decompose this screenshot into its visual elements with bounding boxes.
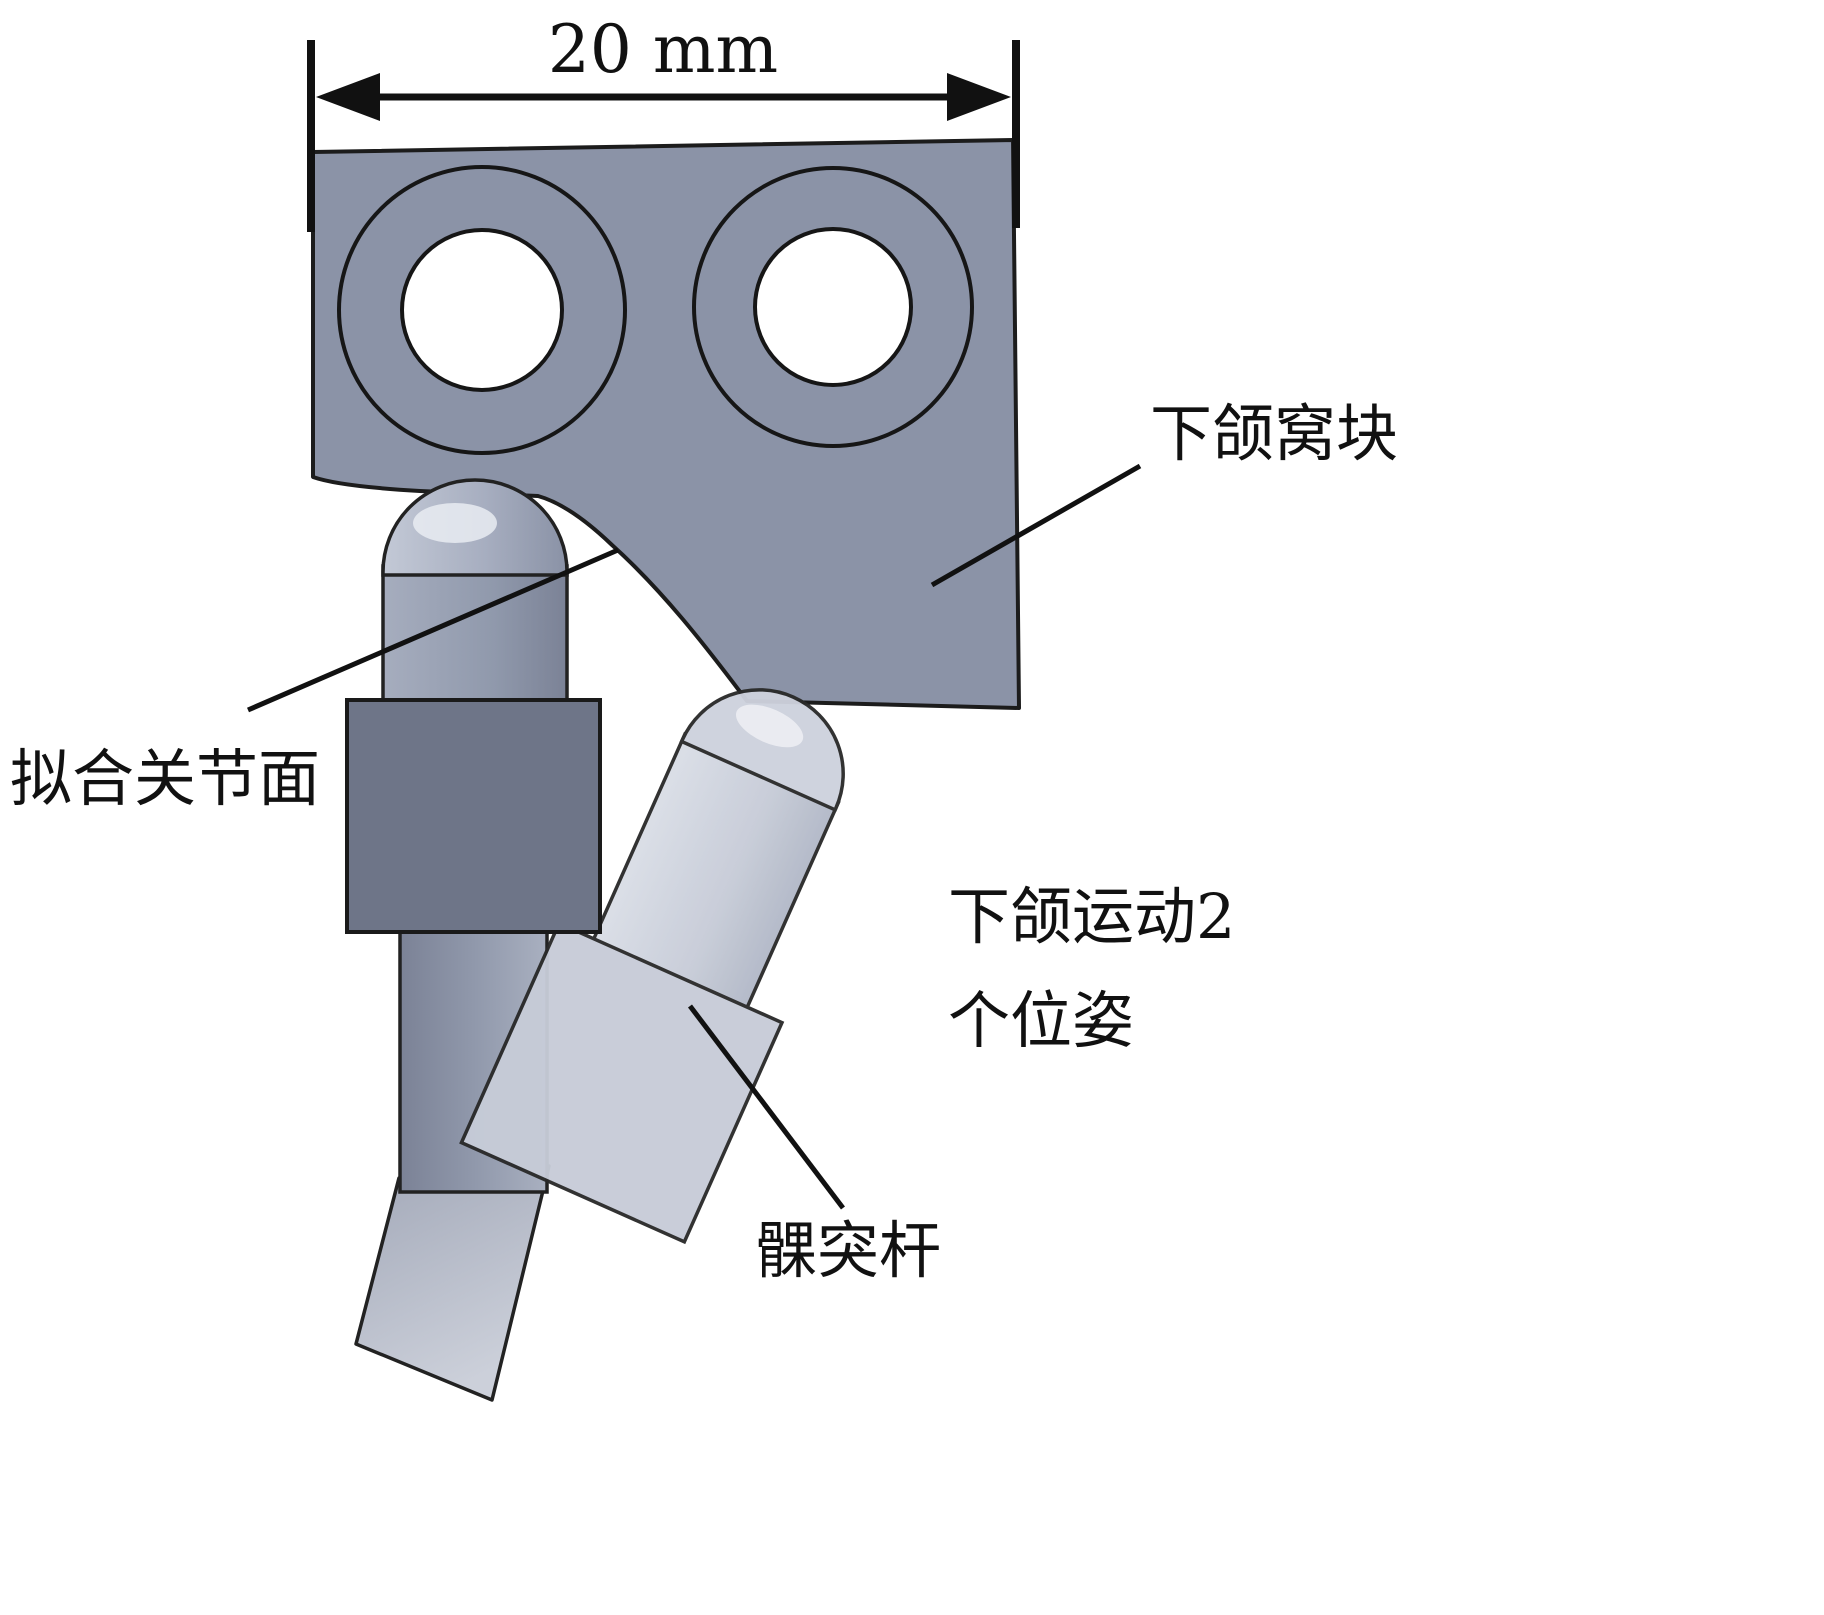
condyle-rod-upper-shaft xyxy=(381,564,569,708)
leader-fossa-block xyxy=(930,463,1142,588)
condyle-rod-upper-group xyxy=(345,478,602,934)
label-fossa-block: 下颌窝块 xyxy=(1150,397,1398,470)
leader-lines xyxy=(247,463,1142,1210)
bolt-hole-left xyxy=(400,228,564,392)
condyle-rod-foot xyxy=(354,1164,551,1402)
slider-block xyxy=(345,698,602,934)
dimension-label: 20 mm xyxy=(548,11,778,88)
bolt-hole-left-counterbore xyxy=(337,165,627,455)
label-joint-surface: 拟合关节面 xyxy=(10,742,320,815)
pose2-dome-highlight xyxy=(735,704,804,748)
dimension-arrowhead-right xyxy=(947,73,1011,121)
label-pose-line1: 下颌运动2 xyxy=(948,880,1235,953)
condyle-rod-pose2-group xyxy=(459,688,845,1245)
bolt-hole-right-counterbore xyxy=(692,166,974,448)
text-labels: 下颌窝块 拟合关节面 下颌运动2 个位姿 髁突杆 xyxy=(10,397,1398,1287)
dimension-arrowhead-left xyxy=(316,73,380,121)
fossa-block-group xyxy=(311,138,1021,710)
dimension-20mm-group: 20 mm xyxy=(307,11,1020,232)
condyle-dome-highlight xyxy=(413,503,497,543)
pose2-slider-plate xyxy=(459,921,785,1245)
pose2-rod-dome xyxy=(679,688,845,813)
leader-joint-surface xyxy=(247,547,619,713)
label-condyle-rod: 髁突杆 xyxy=(755,1214,941,1287)
label-pose-line2: 个位姿 xyxy=(948,984,1134,1057)
leader-condyle-rod xyxy=(688,1004,845,1210)
bolt-hole-right xyxy=(753,227,913,387)
